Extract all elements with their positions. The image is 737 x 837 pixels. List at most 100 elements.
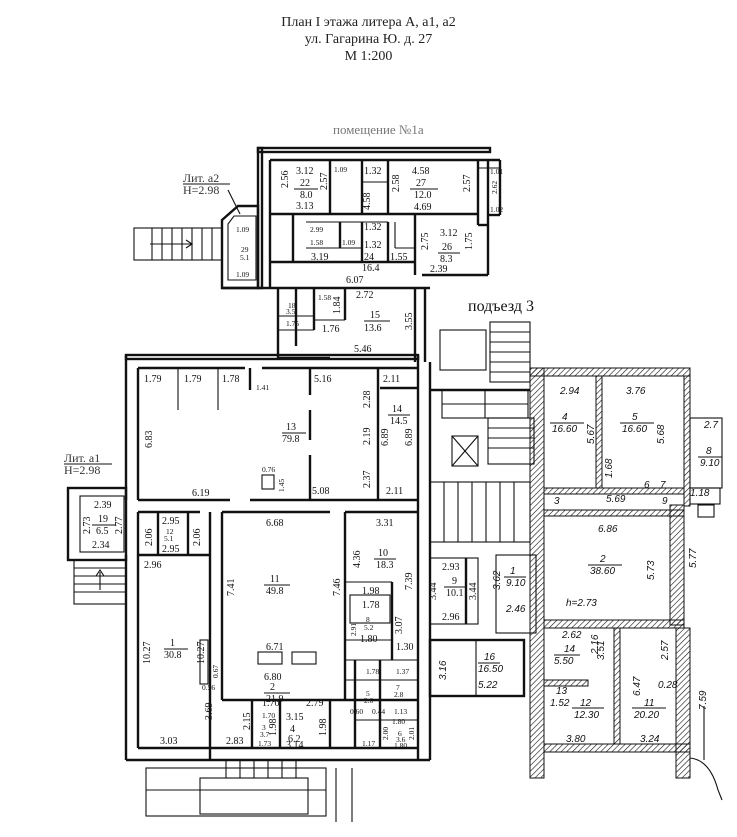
dim-label: 5.68 <box>656 424 667 444</box>
room-area: 16.60 <box>622 424 647 435</box>
dim-label: 1.17 <box>362 739 375 748</box>
dim-label: 1.02 <box>490 205 503 214</box>
room-number: 19 <box>98 514 108 525</box>
dim-label: 5.46 <box>354 344 372 355</box>
dim-label: 2.62 <box>490 181 499 194</box>
dim-label: 1.80 <box>360 634 378 645</box>
dim-label: 6 <box>644 480 650 491</box>
dim-label: 7.39 <box>404 573 415 591</box>
room-area: 16.60 <box>552 424 577 435</box>
room-area: 30.8 <box>164 650 182 661</box>
stairwell-labels: 2.93 9 10.1 3.44 3.44 2.96 1 9.10 3.62 2… <box>428 562 526 691</box>
dim-label: 1.80 <box>394 741 407 750</box>
room-area: 18.3 <box>376 560 394 571</box>
dim-label: 1.79 <box>144 374 162 385</box>
dim-label: 2.01 <box>407 727 416 740</box>
dim-label: 3.44 <box>428 583 439 601</box>
dim-label: 1.41 <box>256 383 269 392</box>
dim-label: 2.34 <box>92 540 110 551</box>
dim-label: 0.44 <box>372 707 385 716</box>
connector-labels: 2.72 1.84 15 13.6 3.55 1.76 5.46 18 3.5 … <box>286 290 415 355</box>
dim-label: 5.16 <box>314 374 332 385</box>
dim-label: 2.39 <box>430 264 448 275</box>
room-number: 7 <box>396 683 400 692</box>
dim-label: 2.79 <box>306 698 324 709</box>
dim-label: 0.56 <box>202 683 215 692</box>
dim-label: 1.76 <box>322 324 340 335</box>
room-number: 11 <box>644 698 654 709</box>
main-block-walls <box>124 353 432 822</box>
dim-label: 4.58 <box>412 166 430 177</box>
dim-label: 5.77 <box>688 548 699 568</box>
dim-label: 1.09 <box>236 270 249 279</box>
room-area: 20.20 <box>633 710 659 721</box>
dim-label: 2.28 <box>362 391 373 409</box>
room-number: 24 <box>364 252 374 263</box>
dim-label: 3.16 <box>438 660 449 680</box>
dim-label: 2.06 <box>144 529 155 547</box>
dim-label: 2.99 <box>310 225 323 234</box>
room-area: 16.50 <box>478 664 503 675</box>
dim-label: 2.77 <box>114 517 125 535</box>
lit-a2-height: H=2.98 <box>183 183 219 197</box>
dim-label: 6.80 <box>264 672 282 683</box>
dim-label: 1.18 <box>690 488 710 499</box>
dim-label: 2.7 <box>703 420 718 431</box>
dim-label: 5.73 <box>646 560 657 580</box>
dim-label: 2.15 <box>242 713 253 731</box>
right-block-walls <box>529 367 723 801</box>
dim-label: 1.78 <box>362 600 380 611</box>
room-area: 21.9 <box>266 694 284 705</box>
plan-address: ул. Гагарина Ю. д. 27 <box>304 32 433 47</box>
dim-label: 3.14 <box>286 740 304 751</box>
room-area: 3.7 <box>260 730 270 739</box>
dim-label: 3.62 <box>492 570 503 590</box>
dim-label: 1.70 <box>262 711 275 720</box>
connector-walls <box>276 288 427 362</box>
dim-label: 10.27 <box>142 642 153 665</box>
lit-a1-labels: Лит. а1 H=2.98 2.39 19 6.5 2.34 2.73 2.7… <box>64 451 125 551</box>
dim-label: 4.36 <box>352 551 363 569</box>
dim-label: 1.80 <box>392 717 405 726</box>
dim-label: 9 <box>662 496 668 507</box>
dim-label: 3.12 <box>296 166 314 177</box>
right-block-labels: 2.94 4 16.60 5.67 3.76 5 16.60 5.68 2.7 … <box>550 386 722 745</box>
room-number: 8 <box>706 446 712 457</box>
premises-label: помещение №1а <box>333 122 424 137</box>
dim-label: 3.15 <box>286 712 304 723</box>
dim-label: 6.68 <box>266 518 284 529</box>
dim-label: 1.75 <box>286 319 299 328</box>
dim-label: 1.73 <box>258 739 271 748</box>
dim-label: 2.72 <box>356 290 374 301</box>
lit-a1-name: Лит. а1 <box>64 451 100 465</box>
dim-label: 0.60 <box>350 707 363 716</box>
dim-label: 1.45 <box>277 479 286 492</box>
dim-label: 3.76 <box>626 386 646 397</box>
room-number: 22 <box>300 178 310 189</box>
room-number: 4 <box>562 412 568 423</box>
lit-a2-name: Лит. а2 <box>183 171 219 185</box>
dim-label: 1.37 <box>396 667 409 676</box>
room-area: 49.8 <box>266 586 284 597</box>
dim-label: 2.16 <box>590 634 601 655</box>
room-area: 8.3 <box>440 254 453 265</box>
room-number: 4 <box>290 724 295 735</box>
dim-label: 2.94 <box>559 386 580 397</box>
dim-label: 2.11 <box>383 374 400 385</box>
main-block-labels: 1.79 1.79 1.78 1.41 5.16 2.11 2.28 2.19 … <box>142 374 416 751</box>
plan-scale: М 1:200 <box>344 49 393 64</box>
dim-label: 1.32 <box>364 166 382 177</box>
room-area: 3.5 <box>286 307 296 316</box>
dim-label: 1.09 <box>236 225 249 234</box>
dim-label: 5.69 <box>606 494 626 505</box>
lit-a1-annex <box>66 486 128 605</box>
dim-label: 1.98 <box>318 719 329 737</box>
lit-a1-height: H=2.98 <box>64 463 100 477</box>
room-area: 3.6 <box>396 735 406 744</box>
dim-label: 2.62 <box>561 630 582 641</box>
dim-label: 1.58 <box>310 238 323 247</box>
dim-label: 3.03 <box>160 736 178 747</box>
room-number: 3 <box>262 723 266 732</box>
room-area: 10.1 <box>446 588 464 599</box>
